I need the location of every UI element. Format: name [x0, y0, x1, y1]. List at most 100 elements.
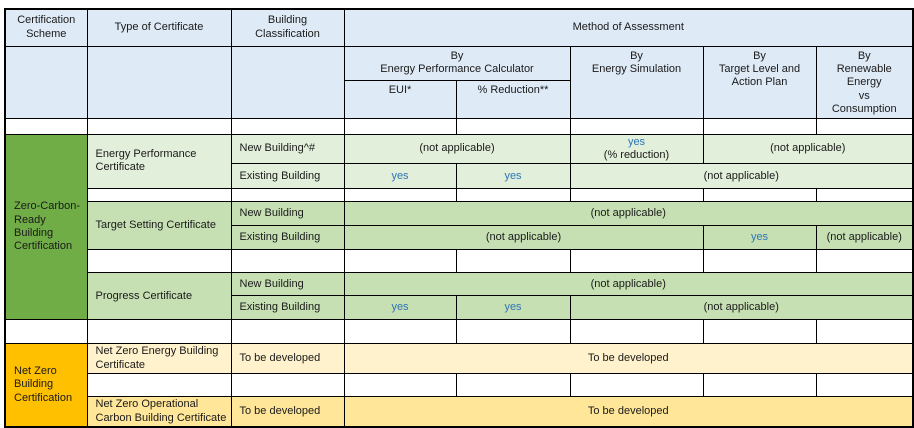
spacer-cell — [86, 188, 232, 203]
pc-new-building-row: Progress Certificate New Building (not a… — [5, 272, 914, 321]
header-pct-reduction: % Reduction** — [455, 79, 571, 119]
spacer-cell — [343, 319, 457, 345]
spacer-cell — [343, 249, 457, 274]
cell-epc-new-other: (not applicable) — [702, 133, 914, 165]
cell-tsc-title: Target Setting Certificate — [86, 201, 232, 251]
spacer-cell — [86, 249, 232, 274]
spacer-cell — [702, 117, 817, 135]
pc-existing-building-row: Existing Building yes yes (not applicabl… — [5, 295, 914, 321]
spacer-cell — [702, 373, 817, 398]
epc-new-building-row: Zero-Carbon-Ready Building Certification… — [4, 133, 914, 321]
cell-nz-energy-classification: To be developed — [230, 343, 345, 375]
spacer-cell — [702, 249, 817, 274]
nz-carbon-row: Net Zero Operational Carbon Building Cer… — [5, 396, 914, 428]
header-blank-scheme — [4, 45, 88, 119]
cell-pc-exist-label: Existing Building — [230, 295, 345, 321]
cell-epc-exist-label: Existing Building — [230, 163, 345, 190]
cell-tsc-exist-label: Existing Building — [230, 225, 345, 251]
spacer-cell — [815, 319, 914, 345]
spacer-cell — [343, 117, 457, 135]
cell-epc-new-simulation: yes (% reduction) — [569, 133, 704, 165]
cell-epc-new-label: New Building^# — [230, 133, 345, 165]
spacer-row — [4, 319, 914, 345]
tsc-new-building-row: Target Setting Certificate New Building … — [5, 201, 914, 251]
cell-tsc-exist-calc-sim: (not applicable) — [343, 225, 704, 251]
spacer-cell — [86, 373, 232, 398]
header-type-of-certificate: Type of Certificate — [86, 8, 232, 47]
spacer-cell — [230, 373, 345, 398]
header-row-1: Certification Scheme Type of Certificate… — [4, 8, 914, 47]
header-row-2: By Energy Performance Calculator By Ener… — [4, 45, 914, 119]
spacer-cell — [230, 117, 345, 135]
cell-pc-exist-other: (not applicable) — [569, 295, 914, 321]
spacer-cell — [569, 117, 704, 135]
cell-nz-carbon-classification: To be developed — [230, 396, 345, 428]
cell-pc-exist-reduction: yes — [455, 295, 571, 321]
cell-pc-new-label: New Building — [230, 272, 345, 297]
spacer-row — [5, 249, 914, 274]
spacer-cell — [4, 117, 88, 135]
cell-nz-carbon-title: Net Zero Operational Carbon Building Cer… — [86, 396, 232, 428]
header-method-of-assessment: Method of Assessment — [343, 8, 914, 47]
cell-pc-title: Progress Certificate — [86, 272, 232, 321]
cell-epc-exist-eui: yes — [343, 163, 457, 190]
cell-nz-energy-method: To be developed — [343, 343, 914, 375]
spacer-cell — [4, 319, 88, 345]
spacer-cell — [230, 249, 345, 274]
cell-nz-scheme: Net Zero Building Certification — [4, 343, 88, 428]
spacer-cell — [230, 319, 345, 345]
spacer-row — [4, 117, 914, 135]
cell-zcr-scheme: Zero-Carbon-Ready Building Certification — [4, 133, 88, 321]
spacer-cell — [815, 117, 914, 135]
spacer-cell — [569, 319, 704, 345]
header-by-target-level: By Target Level and Action Plan — [702, 45, 817, 119]
spacer-cell — [569, 188, 704, 203]
spacer-cell — [86, 117, 232, 135]
cell-epc-exist-reduction: yes — [455, 163, 571, 190]
epc-new-simulation-yes: yes — [627, 135, 646, 148]
header-row-3: EUI* % Reduction** — [5, 79, 913, 119]
nz-energy-row: Net Zero Building Certification Net Zero… — [4, 343, 914, 428]
spacer-cell — [815, 188, 914, 203]
header-eui: EUI* — [343, 79, 457, 119]
cell-tsc-new-label: New Building — [230, 201, 345, 227]
cell-epc-title: Energy Performance Certificate — [86, 133, 232, 190]
spacer-cell — [569, 373, 704, 398]
spacer-row — [5, 188, 914, 203]
epc-new-simulation-note: (% reduction) — [603, 148, 670, 161]
certification-table: Certification Scheme Type of Certificate… — [4, 8, 914, 428]
spacer-cell — [455, 249, 571, 274]
cell-tsc-new-all: (not applicable) — [343, 201, 914, 227]
header-blank-certificate — [86, 45, 232, 119]
cell-epc-new-calculator: (not applicable) — [343, 133, 571, 165]
header-building-classification: Building Classification — [230, 8, 345, 47]
spacer-row — [5, 373, 914, 398]
spacer-cell — [815, 373, 914, 398]
cell-nz-carbon-method: To be developed — [343, 396, 914, 428]
spacer-cell — [343, 373, 457, 398]
epc-existing-building-row: Existing Building yes yes (not applicabl… — [5, 163, 914, 190]
spacer-cell — [343, 188, 457, 203]
spacer-cell — [569, 249, 704, 274]
spacer-cell — [815, 249, 914, 274]
spacer-cell — [86, 319, 232, 345]
header-by-energy-simulation: By Energy Simulation — [569, 45, 704, 119]
spacer-cell — [230, 188, 345, 203]
cell-tsc-exist-target: yes — [702, 225, 817, 251]
spacer-cell — [455, 188, 571, 203]
spacer-cell — [455, 319, 571, 345]
cell-nz-energy-title: Net Zero Energy Building Certificate — [86, 343, 232, 375]
header-blank-classification — [230, 45, 345, 119]
header-by-energy-performance-calculator: By Energy Performance Calculator — [343, 45, 571, 81]
header-by-renewable: By Renewable Energy vs Consumption — [815, 45, 914, 119]
spacer-cell — [455, 373, 571, 398]
cell-epc-exist-other: (not applicable) — [569, 163, 914, 190]
cell-tsc-exist-renewable: (not applicable) — [815, 225, 914, 251]
spacer-cell — [702, 319, 817, 345]
tsc-existing-building-row: Existing Building (not applicable) yes (… — [5, 225, 914, 251]
cell-pc-exist-eui: yes — [343, 295, 457, 321]
cell-pc-new-all: (not applicable) — [343, 272, 914, 297]
header-certification-scheme: Certification Scheme — [4, 8, 88, 47]
spacer-cell — [455, 117, 571, 135]
